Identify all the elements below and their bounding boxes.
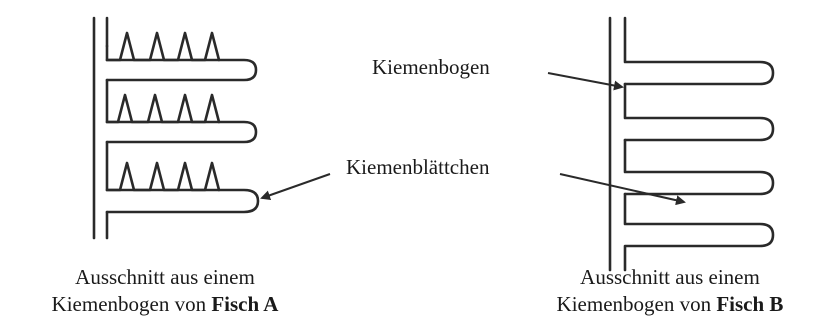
caption-fish-a-line2: Kiemenbogen von Fisch A xyxy=(30,291,300,318)
arrow-kiemenblaettchen-b xyxy=(559,173,686,206)
arrow-kiemenblaettchen-a xyxy=(260,173,331,201)
lamella-a1 xyxy=(105,44,258,82)
label-kiemenbogen: Kiemenbogen xyxy=(372,55,490,79)
caption-fish-a-prefix: Kiemenbogen von xyxy=(51,292,212,316)
lamella-b3 xyxy=(623,138,775,196)
caption-fish-b-line2: Kiemenbogen von Fisch B xyxy=(530,291,810,318)
label-kiemenblaettchen: Kiemenblättchen xyxy=(346,155,490,179)
lamella-a2 xyxy=(105,78,258,144)
secondary-lamellae-a1 xyxy=(105,31,221,62)
caption-fish-a-line1: Ausschnitt aus einem xyxy=(75,265,255,289)
secondary-lamellae-a2 xyxy=(105,93,221,124)
label-arrows xyxy=(260,72,686,206)
lamella-b4 xyxy=(623,192,775,272)
gill-arch-fish-a xyxy=(92,16,260,240)
caption-fish-b: Ausschnitt aus einem Kiemenbogen von Fis… xyxy=(530,264,810,318)
caption-fish-a-name: Fisch A xyxy=(211,292,279,316)
caption-fish-a: Ausschnitt aus einem Kiemenbogen von Fis… xyxy=(30,264,300,318)
caption-fish-b-name: Fisch B xyxy=(716,292,784,316)
secondary-lamellae-a3 xyxy=(105,161,221,192)
arrow-kiemenbogen xyxy=(547,72,624,91)
caption-fish-b-prefix: Kiemenbogen von xyxy=(556,292,717,316)
lamella-a3 xyxy=(105,140,260,214)
lamella-b1 xyxy=(623,16,775,86)
caption-fish-b-line1: Ausschnitt aus einem xyxy=(580,265,760,289)
lamella-b2 xyxy=(623,82,775,142)
gill-arch-fish-b xyxy=(608,16,775,272)
